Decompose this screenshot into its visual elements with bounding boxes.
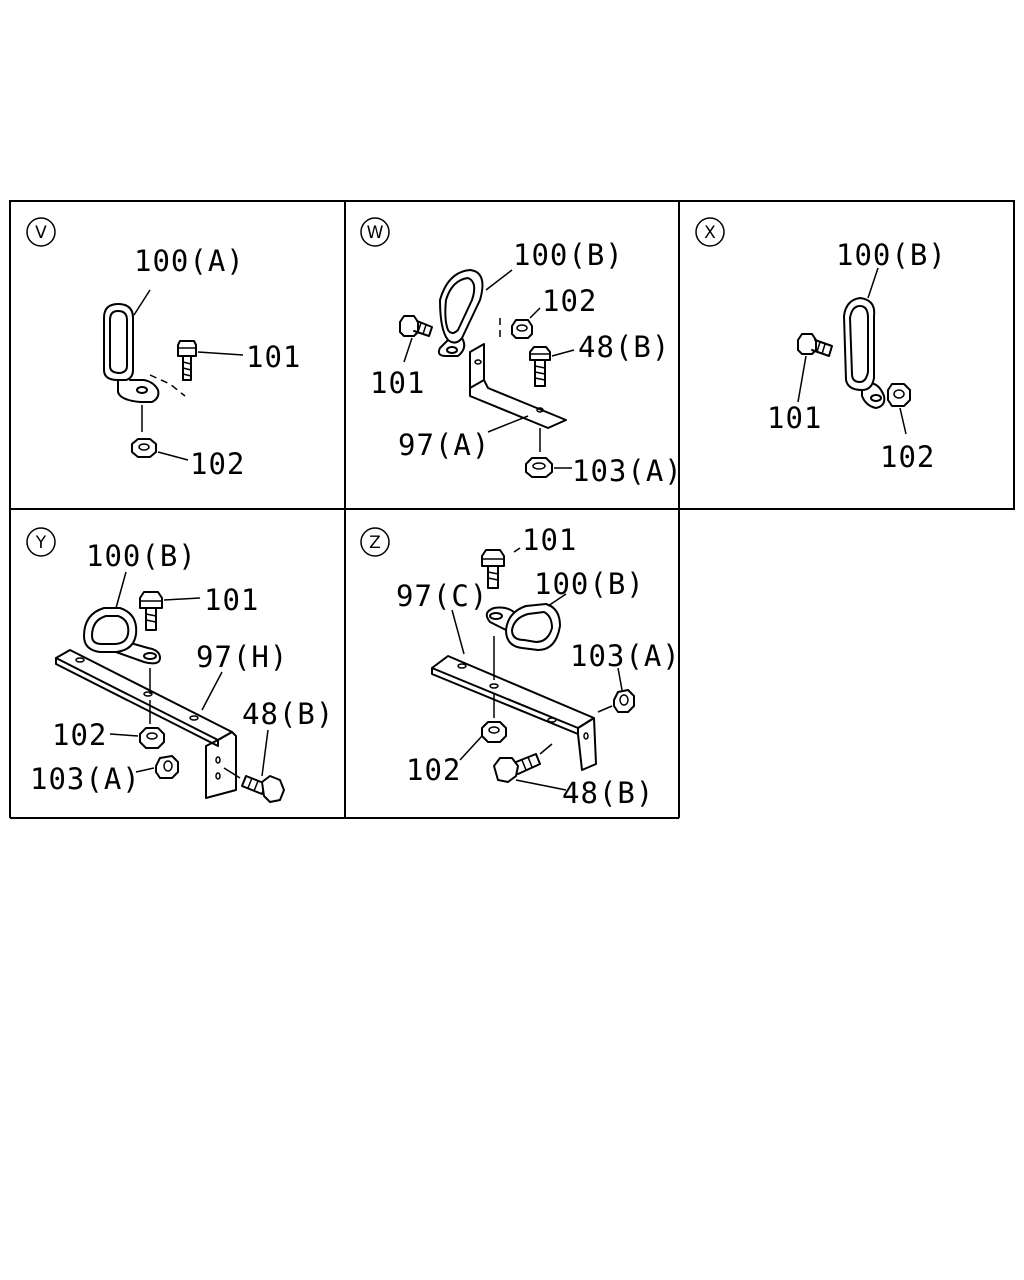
clamp-100a-drawing <box>103 303 160 403</box>
label-48b: 48(B) <box>242 697 334 731</box>
nut-102-drawing <box>887 383 911 407</box>
label-101: 101 <box>522 523 577 557</box>
panel-w-letter: W <box>367 223 384 243</box>
label-103a: 103(A) <box>572 454 683 488</box>
nut-103a-drawing <box>155 755 179 779</box>
label-100a: 100(A) <box>134 244 245 278</box>
label-102: 102 <box>542 284 597 318</box>
bracket-97c-drawing <box>431 655 597 771</box>
panel-w-marker: W <box>360 217 390 247</box>
nut-102-drawing <box>511 319 533 339</box>
label-100b: 100(B) <box>534 567 645 601</box>
panel-y-marker: Y <box>26 527 56 557</box>
panel-grid <box>9 200 1015 819</box>
label-102: 102 <box>406 753 461 787</box>
panel-y: Y <box>26 527 334 803</box>
panel-z-marker: Z <box>360 527 390 557</box>
label-101: 101 <box>767 401 822 435</box>
nut-103a-drawing <box>613 689 635 713</box>
label-102: 102 <box>880 440 935 474</box>
panel-z: Z <box>360 523 681 810</box>
clamp-100b-drawing <box>485 603 561 651</box>
label-100b: 100(B) <box>513 238 624 272</box>
label-100b: 100(B) <box>836 238 947 272</box>
bolt-101-drawing <box>139 591 163 631</box>
panel-x-letter: X <box>704 223 716 243</box>
panel-x-marker: X <box>695 217 725 247</box>
label-48b: 48(B) <box>578 330 670 364</box>
bolt-101-drawing <box>177 340 197 381</box>
bolt-48b-drawing <box>493 753 541 783</box>
nut-103a-drawing <box>525 457 553 478</box>
nut-102-drawing <box>139 727 165 749</box>
label-103a: 103(A) <box>30 762 141 796</box>
label-97c: 97(C) <box>396 579 488 613</box>
bolt-101-drawing <box>481 549 505 589</box>
panel-y-letter: Y <box>35 533 47 553</box>
panel-w: W <box>360 217 683 488</box>
bolt-48b-drawing <box>529 346 551 387</box>
nut-102-drawing <box>481 721 507 743</box>
nut-102-drawing <box>131 438 157 458</box>
panel-v-marker: V <box>26 217 56 247</box>
label-102: 102 <box>52 718 107 752</box>
label-101: 101 <box>370 366 425 400</box>
bolt-101-drawing <box>797 333 833 357</box>
panel-z-letter: Z <box>369 533 381 553</box>
label-48b: 48(B) <box>562 776 654 810</box>
bolt-48b-drawing <box>241 775 285 803</box>
panel-v-letter: V <box>35 223 47 243</box>
bracket-97h-drawing <box>55 649 237 799</box>
label-103a: 103(A) <box>570 639 681 673</box>
clamp-100b-drawing <box>843 297 886 409</box>
label-97h: 97(H) <box>196 640 288 674</box>
label-100b: 100(B) <box>86 539 197 573</box>
panel-x: X 100(B) 101 102 <box>695 217 947 474</box>
label-102: 102 <box>190 447 245 481</box>
bolt-101-drawing <box>399 315 433 337</box>
label-101: 101 <box>246 340 301 374</box>
label-101: 101 <box>204 583 259 617</box>
clamp-100b-drawing <box>437 269 484 357</box>
label-97a: 97(A) <box>398 428 490 462</box>
bracket-97a-drawing <box>469 343 567 429</box>
panel-v: V 100(A) 101 102 <box>26 217 301 481</box>
clamp-100b-drawing <box>83 607 161 665</box>
